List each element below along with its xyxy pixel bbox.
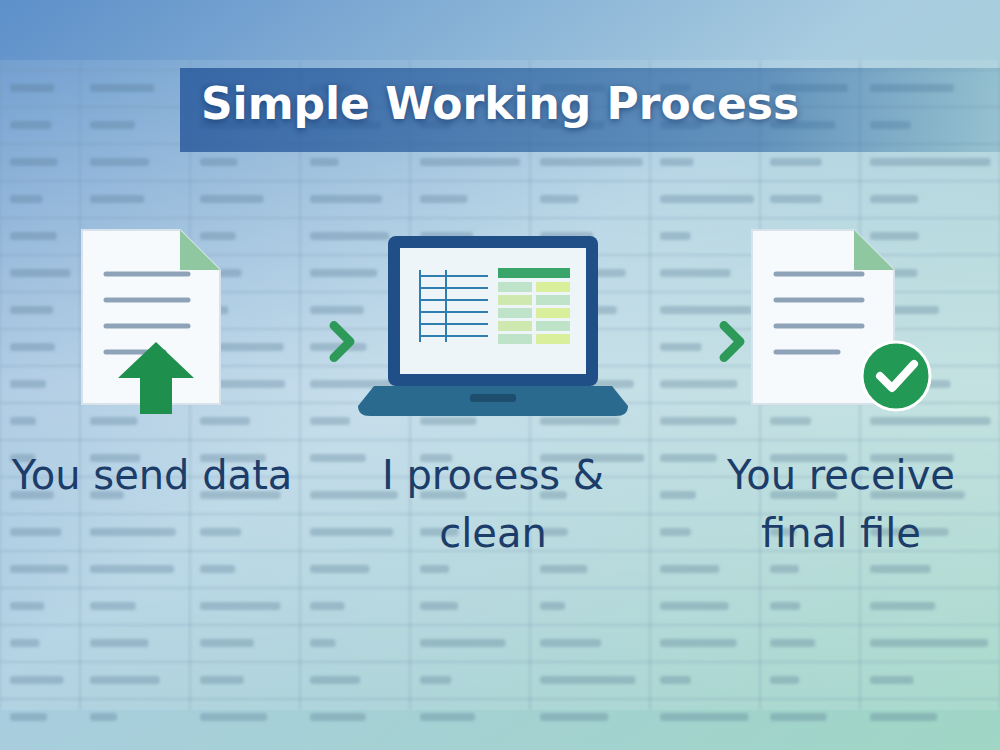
laptop-icon: [358, 234, 628, 418]
flow-arrow: [664, 326, 740, 358]
flow-arrow: [262, 326, 350, 358]
diagram-title: Simple Working Process: [0, 78, 1000, 129]
process-step: You send data: [78, 226, 226, 414]
process-step: You receive final file: [748, 226, 934, 414]
process-step: I process & clean: [358, 234, 628, 418]
step-caption: You send data: [2, 446, 302, 504]
step-caption: You receive final file: [691, 446, 991, 562]
step-caption: I process & clean: [333, 446, 653, 562]
upload-icon: [78, 226, 226, 414]
done-icon: [748, 226, 934, 414]
